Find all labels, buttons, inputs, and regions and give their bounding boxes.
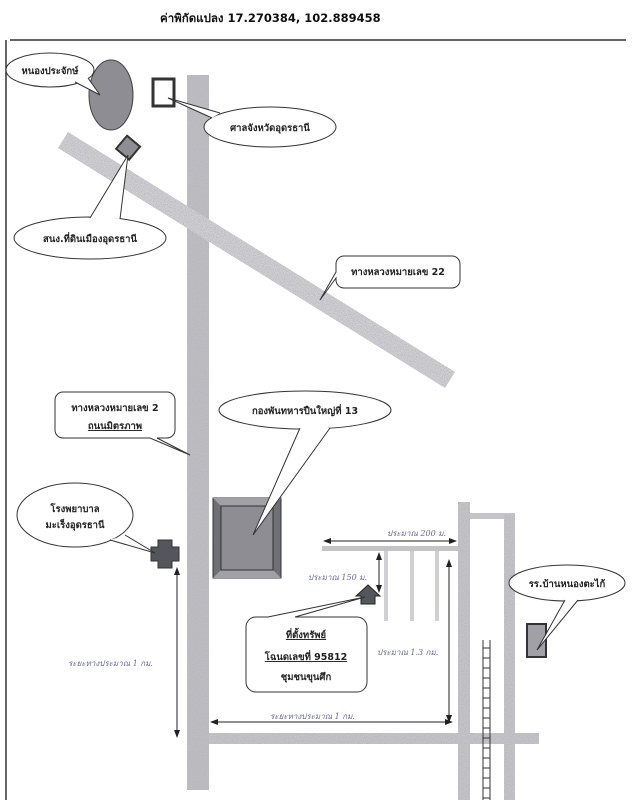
mittraphap-road-label: ถนนมิตรภาพ xyxy=(88,421,142,432)
property-community: ชุมชนขุนศึก xyxy=(281,671,332,683)
artillery-building xyxy=(212,497,282,579)
distance-200m: ประมาณ 200 ม. xyxy=(387,529,446,538)
lake-label: หนองประจักษ์ xyxy=(22,65,80,77)
distance-1km-vertical: ระยะทางประมาณ 1 กม. xyxy=(68,659,153,668)
coordinates-text: ค่าพิกัดแปลง 17.270384, 102.889458 xyxy=(160,11,381,25)
hospital-label-line2: มะเร็งอุดรธานี xyxy=(46,518,105,531)
soi-branch xyxy=(435,551,439,621)
court-label: ศาลจังหวัดอุดรธานี xyxy=(230,122,310,134)
railway xyxy=(482,640,491,800)
lake-shape xyxy=(88,59,134,131)
right-road-connector xyxy=(470,513,515,519)
court-building xyxy=(151,77,176,108)
land-office-label: สนง.ที่ดินเมืองอุดรธานี xyxy=(43,231,137,245)
soi-road xyxy=(322,546,458,551)
artillery-label: กองพันทหารปืนใหญ่ที่ 13 xyxy=(252,403,358,417)
highway-2-label: ทางหลวงหมายเลข 2 xyxy=(71,403,158,414)
property-deed: โฉนดเลขที่ 95812 xyxy=(264,649,347,663)
map-frame xyxy=(5,39,626,800)
land-office-building xyxy=(114,134,142,162)
school-label: รร.บ้านหนองตะไก้ xyxy=(529,578,606,590)
hospital-label-line1: โรงพยาบาล xyxy=(49,503,99,515)
hospital-cross-icon xyxy=(150,539,180,569)
soi-branch xyxy=(410,551,414,621)
highway-22-label: ทางหลวงหมายเลข 22 xyxy=(351,267,445,278)
property-title: ที่ตั้งทรัพย์ xyxy=(286,627,326,641)
property-house-icon xyxy=(354,584,382,605)
school-building xyxy=(526,623,547,658)
distance-150m: ประมาณ 150 ม. xyxy=(308,573,367,582)
distance-1-3km: ประมาณ 1.3 กม. xyxy=(377,648,438,657)
soi-branch xyxy=(384,551,388,621)
distance-1km-horizontal: ระยะทางประมาณ 1 กม. xyxy=(270,712,355,721)
